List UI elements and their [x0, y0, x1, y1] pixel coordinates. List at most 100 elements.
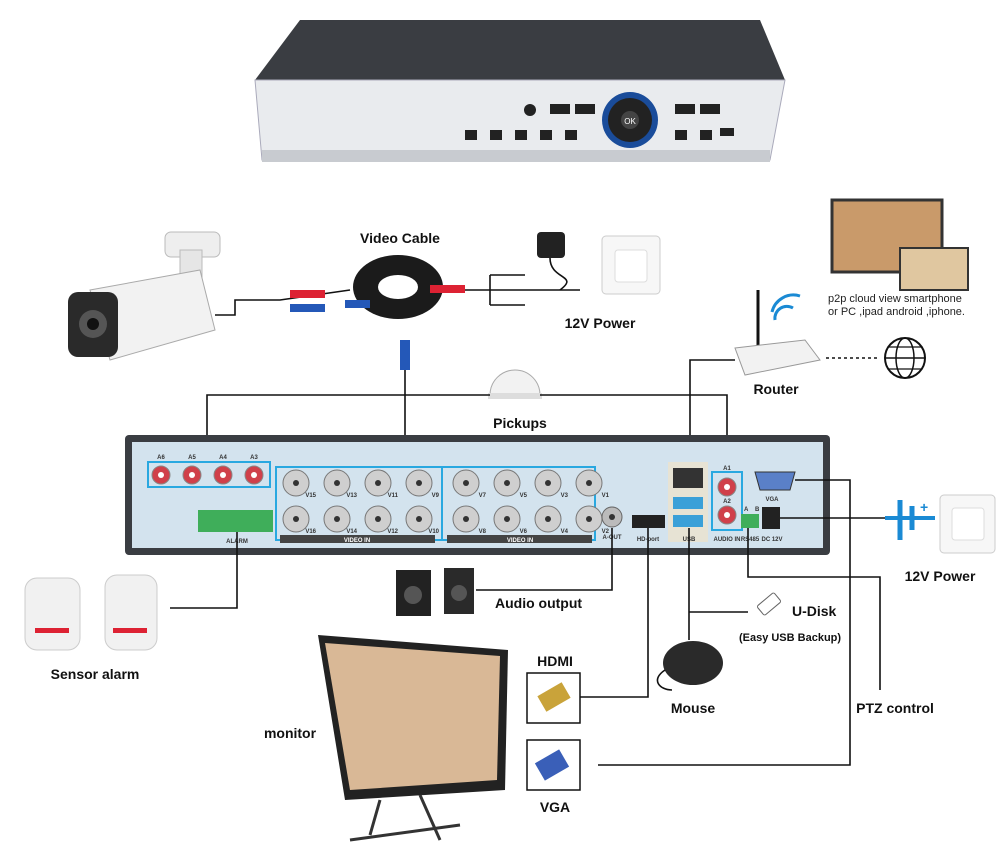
audio-input-label: A6 [157, 455, 165, 461]
bnc-port-label: V4 [561, 529, 569, 535]
bnc-port-pin [586, 516, 592, 522]
video-cable-label: Video Cable [360, 230, 440, 246]
rs485-b-label: B [755, 507, 760, 513]
usb-cable [688, 528, 748, 640]
dc-power-symbol-icon: + [885, 499, 935, 540]
rs485-label: RS485 [741, 537, 760, 543]
dc12v-label: DC 12V [761, 537, 782, 543]
power-label-right: 12V Power [905, 568, 976, 584]
sensor-cable [170, 532, 238, 609]
usb-port-1 [673, 497, 703, 509]
bnc-port-label: V6 [520, 529, 528, 535]
bnc-connector [400, 340, 410, 370]
mouse-icon [656, 641, 723, 691]
vga-cable-icon [534, 749, 570, 781]
ptz-cable [747, 528, 881, 690]
bnc-port-pin [416, 516, 422, 522]
bnc-port-label: V12 [387, 529, 398, 535]
sensor-alarm-label: Sensor alarm [51, 666, 140, 682]
bnc-port-pin [334, 516, 340, 522]
rca-port-center [189, 472, 195, 478]
rca-port-center [251, 472, 257, 478]
bnc-port-label: V10 [428, 529, 439, 535]
video-in-label-left: VIDEO IN [344, 538, 370, 544]
power-outlet-right [939, 494, 996, 554]
monitor-label: monitor [264, 725, 317, 741]
bnc-port-pin [334, 480, 340, 486]
camera-cable [215, 289, 351, 316]
speakers [396, 568, 474, 616]
bnc-port-pin [416, 480, 422, 486]
audio-output-cable [476, 528, 613, 591]
bnc-port-label: V1 [602, 493, 610, 499]
dvr-front-unit: OK [254, 20, 786, 162]
p2p-text-line1: p2p cloud view smartphone [828, 293, 962, 305]
usb-backup-label: (Easy USB Backup) [739, 632, 841, 644]
u-disk-label: U-Disk [792, 603, 837, 619]
audio-in-label: AUDIO IN [714, 537, 741, 543]
ethernet-port [673, 468, 703, 488]
bnc-plug-blue [290, 304, 325, 312]
monitor-display [318, 635, 508, 842]
p2p-devices-image [830, 198, 969, 291]
dc-jack [762, 507, 780, 529]
bnc-port-pin [545, 516, 551, 522]
bnc-port-pin [293, 516, 299, 522]
audio-input-label: A3 [250, 455, 258, 461]
pickup-microphone [488, 369, 542, 399]
bnc-port-pin [375, 480, 381, 486]
alarm-terminal-block [198, 510, 273, 532]
audio-inputs-highlight [147, 461, 271, 488]
bnc-port-pin [504, 480, 510, 486]
hdmi-cable-icon [537, 682, 571, 712]
wifi-icon [770, 293, 801, 321]
sensor-alarm-devices [24, 574, 158, 651]
bnc-port-pin [545, 480, 551, 486]
router [734, 290, 821, 376]
ptz-control-label: PTZ control [856, 700, 934, 716]
bullet-camera [68, 231, 221, 361]
bnc-port-pin [293, 480, 299, 486]
rs485-terminal [741, 514, 759, 528]
rs485-a-label: A [744, 507, 749, 513]
bnc-port-label: V8 [479, 529, 487, 535]
audio-input-ports: A6 A5 A4 A3 [151, 455, 264, 485]
vga-port [754, 471, 796, 491]
hdmi-port [632, 515, 665, 528]
p2p-text-line2: or PC ,ipad android ,iphone. [828, 306, 965, 318]
power-adapter [537, 232, 568, 291]
a2-label: A2 [723, 499, 731, 505]
power-label-top: 12V Power [565, 315, 636, 331]
usb-disk-icon [757, 592, 781, 616]
rca-port-center [220, 472, 226, 478]
pickups-label: Pickups [493, 415, 547, 431]
bnc-port-pin [375, 516, 381, 522]
bnc-port-label: V5 [520, 493, 528, 499]
router-label: Router [753, 381, 799, 397]
bnc-port-label: V2 [602, 529, 610, 535]
rca-port-center [158, 472, 164, 478]
ok-button-label: OK [624, 117, 636, 126]
bnc-port-pin [504, 516, 510, 522]
audio-output-label: Audio output [495, 595, 582, 611]
vga-port-label: VGA [765, 497, 779, 503]
bnc-port-label: V16 [305, 529, 316, 535]
a1-label: A1 [723, 466, 731, 472]
bnc-port-label: V11 [388, 493, 399, 499]
bnc-port-pin [463, 516, 469, 522]
bnc-port-label: V7 [479, 493, 487, 499]
bnc-port-label: V14 [346, 529, 357, 535]
bnc-port-pin [586, 480, 592, 486]
usb-port-2 [673, 515, 703, 527]
vga-label: VGA [540, 799, 570, 815]
audio-input-label: A5 [188, 455, 196, 461]
hdmi-cable [580, 528, 649, 698]
audio-input-label: A4 [219, 455, 227, 461]
bnc-port-label: V15 [305, 493, 316, 499]
hdmi-label: HDMI [537, 653, 573, 669]
power-plug-red [290, 290, 325, 298]
